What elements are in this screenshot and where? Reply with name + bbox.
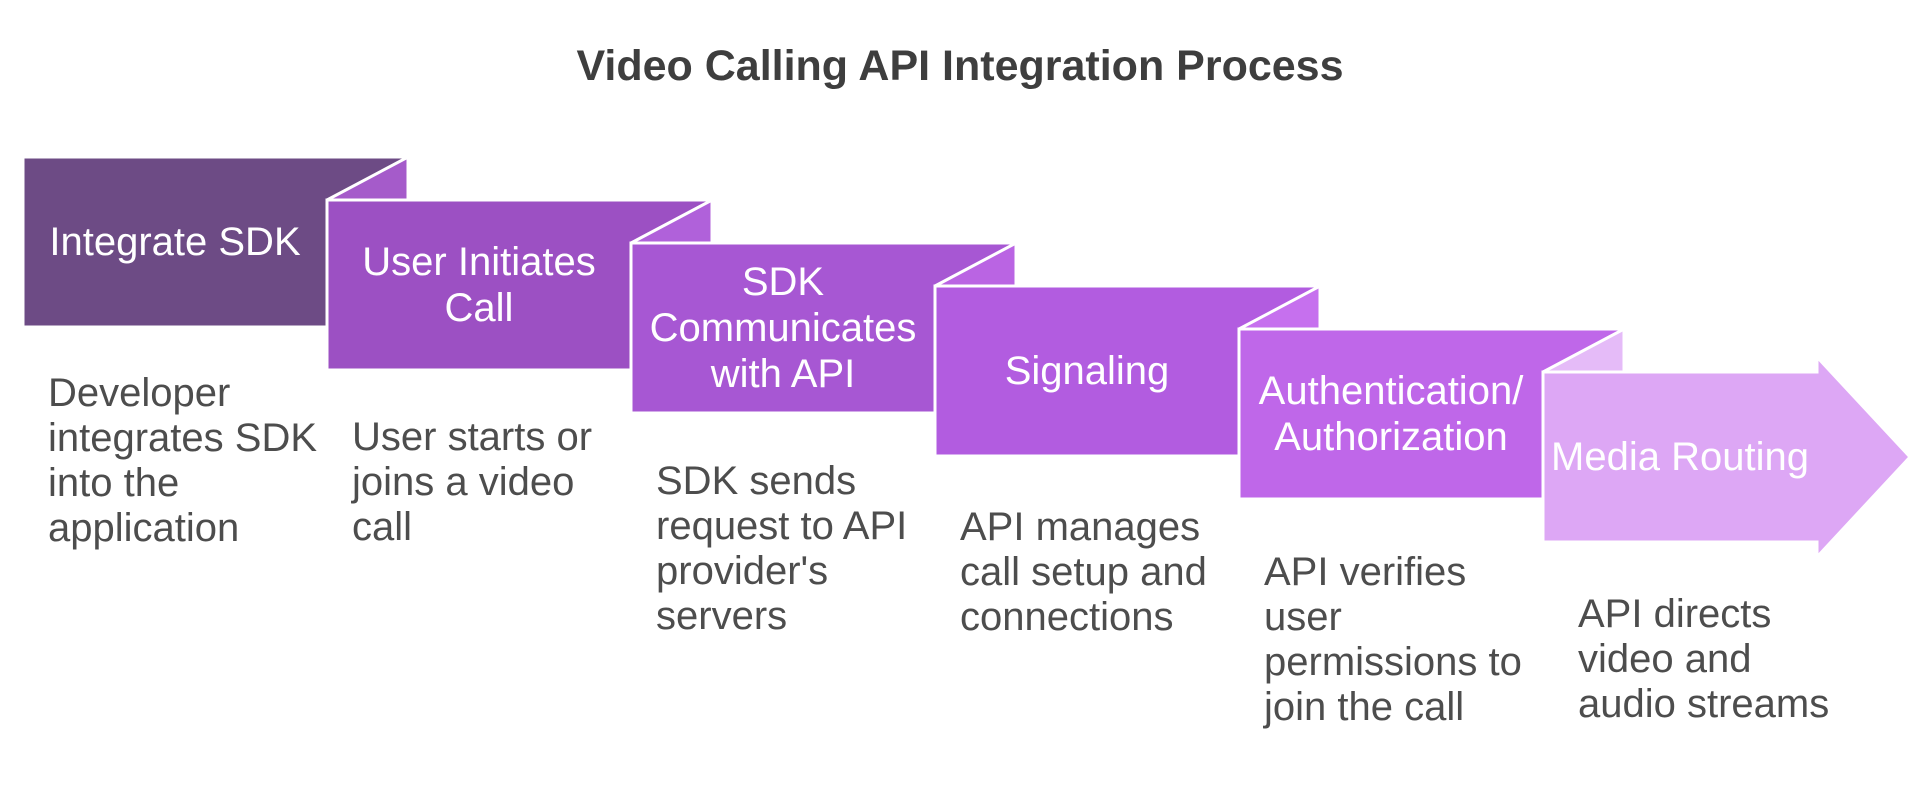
step-6-label: Media Routing [1551, 435, 1809, 479]
step-5-description: API verifies user permissions to join th… [1264, 550, 1522, 729]
step-1-description: Developer integrates SDK into the applic… [48, 371, 318, 550]
step-4-description: API manages call setup and connections [960, 505, 1207, 639]
step-6-description: API directs video and audio streams [1578, 592, 1830, 726]
step-3-description: SDK sends request to API provider's serv… [656, 459, 908, 638]
step-6-arrow [1541, 353, 1913, 561]
step-3-label: SDK Communicates with API [649, 260, 917, 396]
step-4-label: Signaling [1004, 349, 1170, 393]
step-1-label: Integrate SDK [49, 220, 301, 264]
diagram-title: Video Calling API Integration Process [576, 42, 1344, 90]
step-2-label: User Initiates Call [362, 240, 596, 330]
step-5-label: Authentication/ Authorization [1258, 369, 1524, 459]
step-2-description: User starts or joins a video call [352, 415, 593, 549]
